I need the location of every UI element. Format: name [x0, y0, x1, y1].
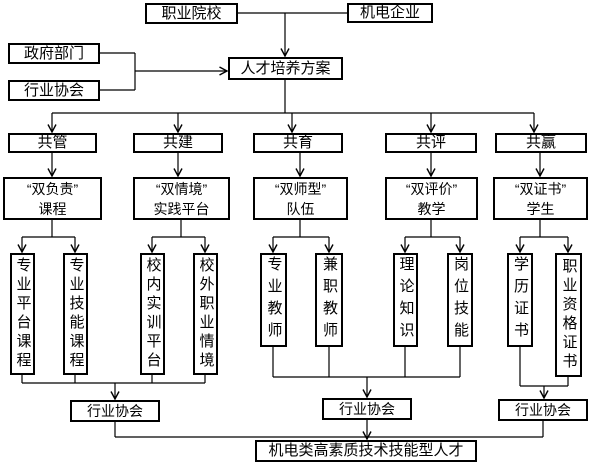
branch-box-co-win: 共赢 [495, 133, 587, 153]
vertical-box-post-skills: 岗位技能 [447, 253, 473, 347]
box-talent-cultivation-plan: 人才培养方案 [228, 57, 343, 80]
sub-box-dual-evaluation-teaching: “双评价” 教学 [385, 177, 478, 220]
box-industry-association-left: 行业协会 [8, 80, 100, 101]
vertical-box-parttime-teachers: 兼职教师 [315, 253, 343, 347]
branch-box-co-construction: 共建 [133, 133, 223, 153]
sub-box-dual-responsibility-courses: “双负责” 课程 [3, 177, 102, 220]
vertical-box-diploma-certificate: 学历证书 [507, 253, 533, 347]
association-box-2: 行业协会 [322, 398, 412, 420]
sub-box-dual-qualified-teacher-team: “双师型” 队伍 [253, 177, 348, 220]
vertical-box-professional-platform-courses: 专业平台课程 [10, 253, 35, 375]
branch-box-co-evaluation: 共评 [385, 133, 477, 153]
sub-box-line2: 实践平台 [153, 200, 210, 217]
sub-box-line1: “双证书” [514, 180, 567, 197]
branch-box-co-management: 共管 [8, 133, 97, 153]
box-government-department: 政府部门 [8, 43, 100, 64]
vertical-box-vocational-qualification-certificate: 职业资格证书 [555, 253, 582, 377]
branch-box-co-education: 共育 [253, 133, 343, 153]
sub-box-line2: 课程 [38, 200, 67, 217]
vertical-box-professional-teachers: 专业教师 [260, 253, 287, 347]
sub-box-line1: “双负责” [26, 180, 79, 197]
sub-box-line1: “双师型” [274, 180, 327, 197]
sub-box-dual-context-practice-platform: “双情境” 实践平台 [133, 177, 230, 220]
sub-box-line2: 学生 [526, 200, 555, 217]
box-vocational-college: 职业院校 [145, 3, 238, 24]
vertical-box-off-campus-vocational-context: 校外职业情境 [193, 253, 218, 375]
sub-box-line2: 教学 [417, 200, 446, 217]
vertical-box-on-campus-training-platform: 校内实训平台 [140, 253, 165, 375]
sub-box-dual-certificate-students: “双证书” 学生 [493, 177, 588, 220]
sub-box-line1: “双情境” [155, 180, 208, 197]
association-box-1: 行业协会 [70, 400, 160, 422]
final-box-high-quality-technical-talent: 机电类高素质技术技能型人才 [255, 440, 477, 462]
sub-box-line2: 队伍 [286, 200, 315, 217]
box-electromechanical-enterprise: 机电企业 [347, 3, 433, 23]
vertical-box-professional-skill-courses: 专业技能课程 [63, 253, 88, 375]
vertical-box-theoretical-knowledge: 理论知识 [393, 253, 418, 347]
sub-box-line1: “双评价” [405, 180, 458, 197]
association-box-3: 行业协会 [498, 399, 588, 421]
